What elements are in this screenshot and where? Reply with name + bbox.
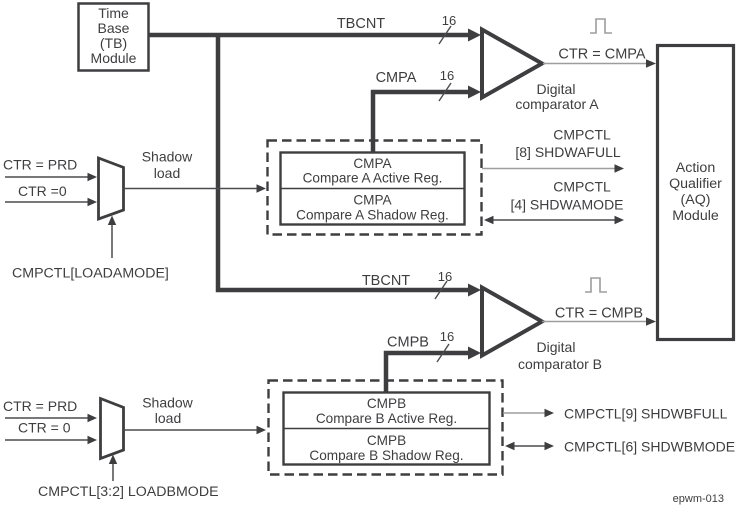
- cmpa-bus-label: CMPA: [376, 70, 417, 86]
- shadow-load-mux-a: CTR = PRD CTR =0 Shadow load CMPCTL[LOAD…: [3, 149, 266, 282]
- cmpb-bus-label: CMPB: [387, 335, 429, 351]
- mux-a-input-bottom-label: CTR =0: [18, 183, 67, 199]
- aq-module-line-3: (AQ): [681, 192, 711, 208]
- tb-module-line-4: Module: [91, 50, 137, 66]
- figure-id: epwm-013: [673, 493, 724, 505]
- shdwamode-right-arrowhead: [614, 215, 624, 225]
- mux-a-select-arrowhead: [107, 215, 117, 225]
- shadow-load-a-label-line-2: load: [154, 165, 180, 181]
- cmpa-active-subtitle: Compare A Active Reg.: [303, 171, 443, 186]
- shdwamode-left-arrowhead: [484, 215, 494, 225]
- digital-comparator-a-symbol: [480, 26, 547, 101]
- cmpa-arrowhead: [468, 85, 481, 99]
- ctr-eq-cmpa-arrowhead: [646, 59, 656, 68]
- mux-a-symbol: [97, 155, 125, 221]
- digital-comparator-b-symbol: [480, 284, 547, 359]
- cmpa-active-title: CMPA: [353, 156, 392, 171]
- cmpa-register-group: CMPA Compare A Active Reg. CMPA Compare …: [266, 127, 624, 236]
- mux-b-input-bottom-label: CTR = 0: [18, 420, 71, 436]
- tb-module-line-1: Time: [98, 5, 129, 21]
- bus-width-slash-tbcnt-b: [434, 280, 448, 300]
- cmpa-shadow-title: CMPA: [353, 193, 392, 208]
- shadow-load-b-label-line-1: Shadow: [142, 395, 193, 411]
- time-base-module-box: [77, 2, 150, 72]
- cmpb-arrowhead: [468, 346, 481, 360]
- mux-a-select-label: CMPCTL[LOADAMODE]: [12, 266, 169, 282]
- aq-module-line-1: Action: [676, 160, 715, 176]
- comparator-a-name-line-1: Digital: [537, 81, 576, 97]
- cmpa-bus-width: 16: [440, 68, 454, 83]
- cmpa-bus-line: [370, 89, 469, 152]
- mux-b-input-top-arrowhead: [87, 413, 97, 423]
- shadow-load-b-arrowhead: [256, 425, 266, 435]
- mux-b-input-bottom-arrowhead: [87, 435, 97, 445]
- cmpa-dashed-boundary: [266, 139, 483, 236]
- shadow-load-mux-b: CTR = PRD CTR = 0 Shadow load CMPCTL[3:2…: [3, 395, 266, 500]
- cmpb-dashed-boundary: [267, 379, 504, 476]
- shdwbmode-left-arrowhead: [505, 441, 515, 451]
- shdwbfull-arrowhead: [544, 408, 554, 418]
- ctr-eq-cmpb-label: CTR = CMPB: [555, 306, 643, 322]
- comparator-b-output: CTR = CMPB Digital comparator B: [518, 277, 656, 372]
- action-qualifier-box: [655, 43, 736, 342]
- cmpb-active-subtitle: Compare B Active Reg.: [316, 411, 457, 426]
- mux-b-input-top-label: CTR = PRD: [3, 398, 77, 414]
- tbcnt-bus-b-line: [215, 33, 469, 293]
- shdwamode-label-line-2: [4] SHDWAMODE: [510, 197, 623, 213]
- bus-width-slash-cmpa: [438, 82, 452, 102]
- tb-module-line-3: (TB): [100, 35, 127, 51]
- comparator-b-name-line-2: comparator B: [518, 356, 602, 372]
- tb-module-line-2: Base: [98, 20, 130, 36]
- action-qualifier-module: Action Qualifier (AQ) Module: [655, 43, 736, 342]
- cmpb-shadow-title: CMPB: [367, 433, 406, 448]
- bus-width-slash-cmpb: [436, 343, 450, 363]
- mux-b-select-arrowhead: [108, 454, 118, 464]
- shdwafull-label-line-1: CMPCTL: [553, 127, 611, 143]
- shdwafull-label-line-2: [8] SHDWAFULL: [515, 144, 620, 160]
- shdwbfull-label: CMPCTL[9] SHDWBFULL: [564, 406, 728, 422]
- tbcnt-b-width: 16: [438, 269, 452, 284]
- shdwbmode-label: CMPCTL[6] SHDWBMODE: [564, 439, 735, 455]
- mux-a-input-top-label: CTR = PRD: [3, 157, 77, 173]
- mux-a-input-top-arrowhead: [87, 172, 97, 182]
- aq-module-line-4: Module: [672, 208, 719, 224]
- tbcnt-a-arrowhead: [468, 28, 481, 42]
- cmpb-bus-line: [383, 350, 469, 392]
- pulse-icon: [590, 18, 612, 34]
- comparator-a-name-line-2: comparator A: [515, 96, 599, 112]
- mux-b-select-label: CMPCTL[3:2] LOADBMODE: [38, 484, 219, 500]
- shadow-load-a-arrowhead: [256, 184, 266, 193]
- shdwafull-arrowhead: [614, 164, 624, 173]
- shdwamode-label-line-1: CMPCTL: [553, 179, 611, 195]
- bus-width-slash-tbcnt-a: [438, 25, 452, 45]
- mux-b-symbol: [99, 396, 125, 461]
- cmpb-active-title: CMPB: [367, 396, 406, 411]
- comparator-a-output: CTR = CMPA Digital comparator A: [515, 18, 656, 112]
- mux-a-input-bottom-arrowhead: [87, 197, 97, 207]
- tbcnt-a-width: 16: [442, 13, 456, 28]
- tbcnt-a-label: TBCNT: [337, 16, 385, 32]
- cmpb-bus-width: 16: [440, 329, 454, 344]
- cmpb-register-group: CMPB Compare B Active Reg. CMPB Compare …: [267, 379, 735, 476]
- shdwbmode-right-arrowhead: [544, 441, 554, 451]
- cmpb-shadow-subtitle: Compare B Shadow Reg.: [309, 448, 463, 463]
- shadow-load-b-label-line-2: load: [155, 410, 181, 426]
- comparator-b-name-line-1: Digital: [537, 339, 576, 355]
- ctr-eq-cmpb-arrowhead: [646, 317, 656, 326]
- tbcnt-b-label: TBCNT: [362, 273, 410, 289]
- shadow-load-a-label-line-1: Shadow: [142, 149, 193, 165]
- aq-module-line-2: Qualifier: [669, 176, 722, 192]
- ctr-eq-cmpa-label: CTR = CMPA: [558, 47, 645, 63]
- tbcnt-b-arrowhead: [468, 283, 481, 297]
- pulse-icon: [585, 277, 607, 293]
- time-base-module: Time Base (TB) Module: [77, 2, 150, 72]
- cmpa-shadow-subtitle: Compare A Shadow Reg.: [296, 208, 449, 223]
